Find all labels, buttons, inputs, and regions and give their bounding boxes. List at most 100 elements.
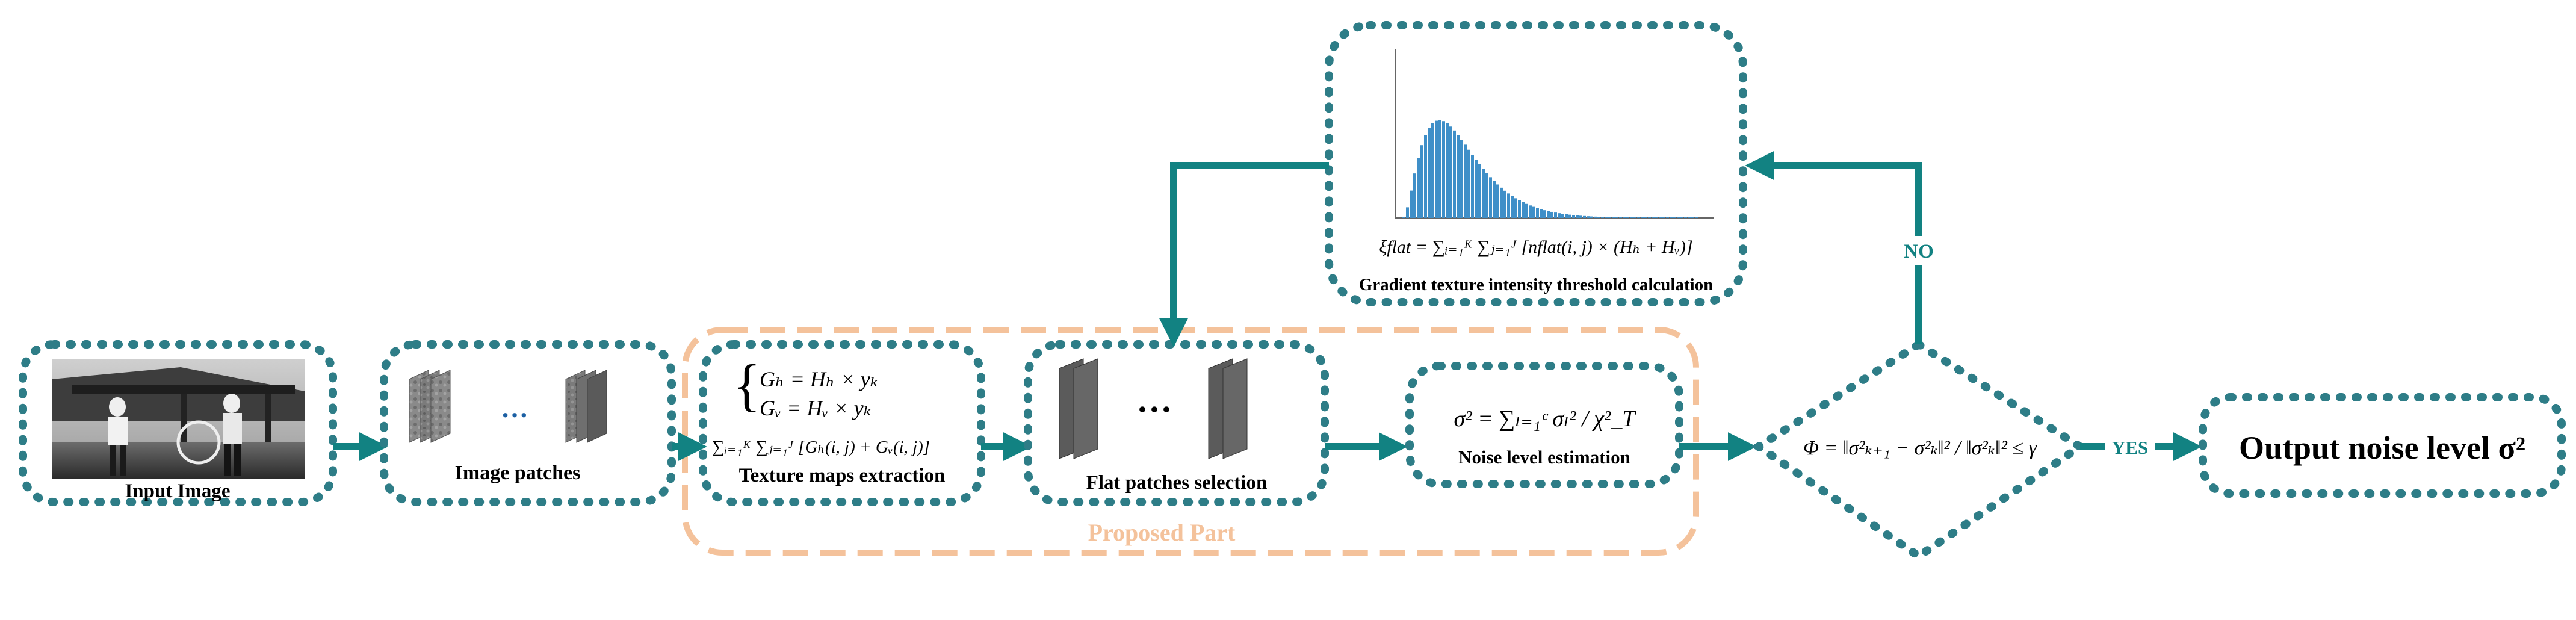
histogram-bar xyxy=(1590,216,1593,218)
histogram-bar xyxy=(1496,184,1499,218)
stop-criterion-equation: Φ = ‖σ²ₖ₊₁ − σ²ₖ‖² / ‖σ²ₖ‖² ≤ γ xyxy=(1803,437,2037,459)
threshold-label: Gradient texture intensity threshold cal… xyxy=(1359,275,1714,294)
histogram-bar xyxy=(1550,211,1553,218)
histogram-bar xyxy=(1435,120,1438,218)
histogram-bar xyxy=(1424,135,1427,218)
histogram-bar xyxy=(1626,217,1629,218)
histogram-bar xyxy=(1478,164,1481,218)
histogram-bar xyxy=(1507,193,1510,218)
histogram-bar xyxy=(1467,149,1470,218)
histogram-bar xyxy=(1543,210,1546,218)
histogram-bar xyxy=(1475,160,1478,218)
histogram-bar xyxy=(1688,217,1691,218)
flat-ellipsis: ··· xyxy=(1136,389,1172,429)
proposed-part-region xyxy=(682,327,1699,556)
output-label: Output noise level σ² xyxy=(2239,430,2525,466)
texture-maps-label: Texture maps extraction xyxy=(739,465,946,486)
threshold-equation: ξflat = ∑ᵢ₌₁ᴷ ∑ⱼ₌₁ᴶ [nflat(i, j) × (Hₕ +… xyxy=(1379,237,1692,257)
histogram-bar xyxy=(1648,217,1651,218)
histogram-bar xyxy=(1518,200,1521,218)
histogram-bar xyxy=(1529,205,1532,218)
histogram-bar xyxy=(1633,217,1636,218)
histogram-bar xyxy=(1608,217,1611,218)
noise-estimation-box xyxy=(1405,362,1683,488)
histogram-bar xyxy=(1420,145,1423,218)
histogram-bar xyxy=(1449,126,1452,218)
histogram-bar xyxy=(1670,217,1673,218)
histogram-bar xyxy=(1457,135,1460,218)
image-patch-stack-icon xyxy=(409,370,607,443)
patches-ellipsis: ··· xyxy=(501,400,528,430)
histogram-bar xyxy=(1677,217,1680,218)
histogram-bar xyxy=(1514,198,1517,218)
stop-criterion-diamond xyxy=(1751,339,2088,562)
histogram-bar xyxy=(1460,140,1463,218)
input-image-box xyxy=(19,340,337,506)
histogram-bar xyxy=(1655,217,1658,218)
proposed-part-label: Proposed Part xyxy=(1088,519,1236,546)
histogram-bar xyxy=(1536,208,1539,218)
histogram-bar xyxy=(1630,217,1633,218)
arrow-no-feedback xyxy=(1745,151,1922,344)
histogram-bar xyxy=(1565,214,1568,218)
histogram-bar xyxy=(1532,206,1535,218)
flat-patches-label: Flat patches selection xyxy=(1086,472,1268,494)
texture-brace: { xyxy=(733,353,761,417)
output-box xyxy=(2199,393,2566,498)
histogram-bar xyxy=(1680,217,1683,218)
histogram-bar xyxy=(1637,217,1640,218)
histogram-bar xyxy=(1500,187,1503,218)
histogram-bar xyxy=(1601,217,1604,218)
histogram-bar xyxy=(1673,217,1676,218)
noise-level-equation: σ² = ∑ₗ₌₁ᶜ σₗ² / χ²_T xyxy=(1454,406,1637,432)
histogram-bar xyxy=(1482,169,1485,218)
flat-patches-box xyxy=(1024,340,1329,506)
histogram-bar xyxy=(1406,207,1409,218)
histogram-bar xyxy=(1568,214,1571,218)
histogram-bar xyxy=(1652,217,1655,218)
histogram-bar xyxy=(1579,215,1582,218)
noise-estimation-label: Noise level estimation xyxy=(1458,447,1630,468)
histogram-bar xyxy=(1623,217,1626,218)
histogram-bar xyxy=(1413,173,1416,218)
gh-equation: Gₕ = Hₕ × yₖ xyxy=(760,367,878,391)
histogram-bar xyxy=(1644,217,1647,218)
texture-maps-box xyxy=(699,340,985,506)
no-label: NO xyxy=(1904,241,1934,262)
histogram-bar xyxy=(1684,217,1687,218)
histogram-bar xyxy=(1615,217,1618,218)
histogram-bar xyxy=(1453,130,1456,218)
threshold-box xyxy=(1325,21,1747,306)
gv-equation: Gᵥ = Hᵥ × yₖ xyxy=(760,396,872,420)
input-photo-icon xyxy=(52,359,305,479)
histogram-bar xyxy=(1402,217,1405,218)
histogram-bar xyxy=(1597,217,1600,218)
input-image-label: Input Image xyxy=(125,480,230,502)
histogram-bar xyxy=(1612,217,1615,218)
histogram-bar xyxy=(1438,120,1441,218)
histogram-bar xyxy=(1471,155,1474,218)
histogram-bar xyxy=(1554,212,1557,218)
histogram-bar xyxy=(1446,123,1449,218)
histogram-bar xyxy=(1540,209,1543,218)
histogram-bar xyxy=(1489,177,1492,218)
histogram-bar xyxy=(1561,214,1564,218)
histogram-bar xyxy=(1619,217,1622,218)
histogram-bar xyxy=(1431,123,1434,218)
histogram-bar xyxy=(1583,215,1586,218)
histogram-bar xyxy=(1428,128,1431,218)
histogram-bar xyxy=(1503,190,1506,218)
histogram-bar xyxy=(1525,203,1528,218)
histogram-bar xyxy=(1605,217,1608,218)
histogram-bar xyxy=(1558,213,1561,218)
histogram-bar xyxy=(1691,217,1694,218)
histogram-bar xyxy=(1442,121,1445,218)
flat-patch-stack-icon xyxy=(1059,358,1248,459)
histogram-bar xyxy=(1417,158,1420,218)
texture-sum-equation: ∑ᵢ₌₁ᴷ ∑ⱼ₌₁ᴶ [Gₕ(i, j) + Gᵥ(i, j)] xyxy=(712,438,930,457)
histogram-bar xyxy=(1695,217,1698,218)
histogram-bar xyxy=(1485,173,1488,218)
histogram-bar xyxy=(1659,217,1662,218)
histogram-bar xyxy=(1493,181,1496,218)
